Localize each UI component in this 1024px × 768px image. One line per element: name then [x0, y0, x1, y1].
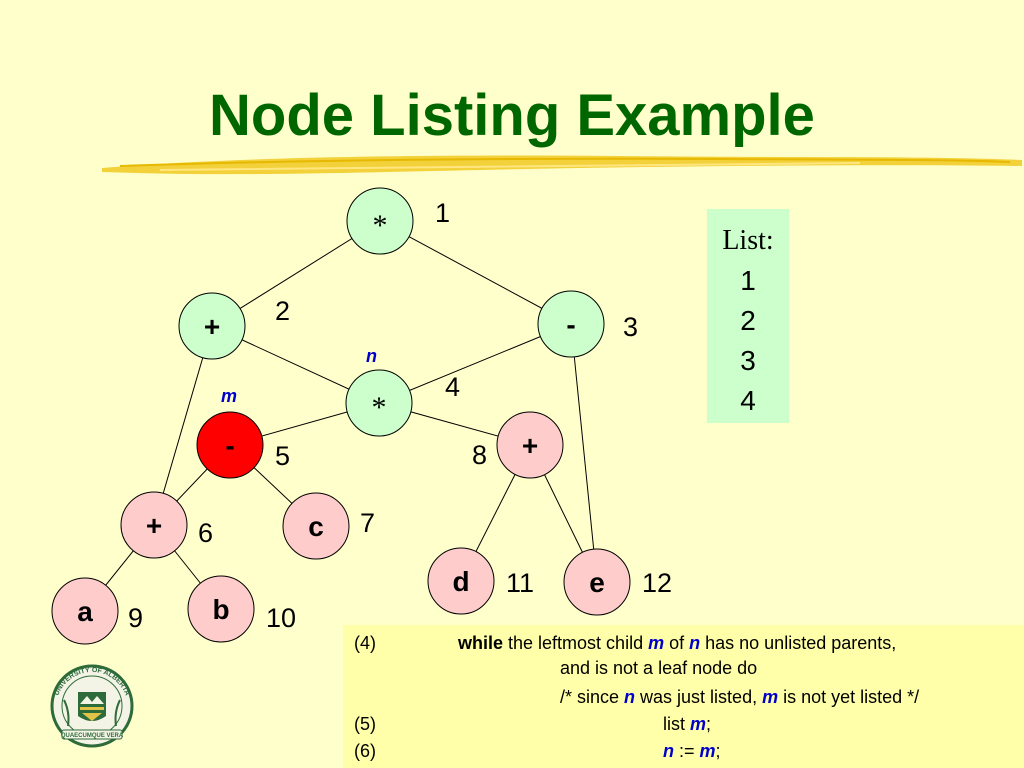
edge-n3-n4 [378, 323, 572, 404]
node-order-label: 3 [623, 312, 638, 342]
node-order-label: 8 [472, 440, 487, 470]
node-order-label: 1 [435, 198, 450, 228]
node-symbol: d [452, 566, 469, 597]
university-seal-logo: UNIVERSITY OF ALBERTA QUAECUMQUE VERA [50, 664, 134, 748]
pointer-label-m: m [221, 386, 238, 406]
node-symbol: c [308, 511, 324, 542]
node-order-label: 4 [445, 372, 460, 402]
node-order-label: 7 [360, 508, 375, 538]
node-circle [345, 369, 413, 437]
list-item: 1 [740, 265, 756, 296]
code-line-text: list m; [663, 714, 712, 734]
node-symbol: + [522, 430, 538, 461]
node-symbol: a [77, 596, 93, 627]
node-circle [51, 577, 119, 645]
node-symbol: + [204, 311, 220, 342]
node-circle [120, 491, 188, 559]
node-circle [346, 187, 414, 255]
tree-node-11: d 11 [427, 547, 534, 615]
node-circle [427, 547, 495, 615]
tree-node-1: *1 [346, 187, 450, 255]
node-circle [537, 290, 605, 358]
pointer-label-n: n [366, 346, 377, 366]
node-symbol: - [225, 430, 234, 461]
svg-text:QUAECUMQUE VERA: QUAECUMQUE VERA [61, 733, 124, 739]
list-item: 4 [740, 385, 756, 416]
node-order-label: 11 [506, 568, 534, 598]
node-order-label: 12 [642, 568, 672, 598]
node-order-label: 2 [275, 296, 290, 326]
node-circle [563, 548, 631, 616]
code-line-number: (6) [354, 741, 376, 761]
tree-node-6: +6 [120, 491, 213, 559]
list-item: 2 [740, 305, 756, 336]
edge-n3-n12 [570, 323, 598, 583]
tree-node-4: *4 [345, 369, 460, 437]
code-line-text: n := m; [663, 741, 721, 761]
tree-node-10: b 10 [187, 575, 296, 643]
title-underline-stroke [102, 155, 1022, 175]
edge-n1-n3 [379, 220, 572, 325]
list-heading: List: [722, 225, 774, 256]
code-line-text: and is not a leaf node do [560, 658, 758, 678]
tree-node-8: +8 [472, 411, 564, 479]
tree-node-12: e 12 [563, 548, 672, 616]
node-symbol: b [212, 594, 229, 625]
node-circle [187, 575, 255, 643]
tree-node-5: -5 [196, 411, 290, 479]
node-circle [496, 411, 564, 479]
node-circle [178, 292, 246, 360]
code-line-number: (5) [354, 714, 376, 734]
node-symbol: * [373, 209, 388, 242]
node-symbol: * [372, 391, 387, 424]
code-line-number: (4) [354, 633, 376, 653]
page-title: Node Listing Example [209, 83, 815, 148]
code-line-text: while the leftmost child m of n has no u… [458, 633, 897, 653]
node-symbol: e [589, 567, 605, 598]
node-order-label: 5 [275, 441, 290, 471]
node-order-label: 9 [128, 603, 143, 633]
list-item: 3 [740, 345, 756, 376]
node-symbol: - [566, 309, 575, 340]
algorithm-code-box: (4) while the leftmost child m of n has … [343, 625, 1024, 768]
listed-nodes-panel: List: 1 2 3 4 [707, 209, 789, 423]
node-order-label: 10 [266, 603, 296, 633]
tree-node-2: +2 [178, 292, 290, 360]
code-line-text: /* since n was just listed, m is not yet… [560, 687, 920, 707]
node-circle [196, 411, 264, 479]
edge-n2-n6 [153, 325, 213, 526]
node-order-label: 6 [198, 518, 213, 548]
node-circle [282, 492, 350, 560]
tree-node-3: -3 [537, 290, 638, 358]
node-symbol: + [146, 510, 162, 541]
